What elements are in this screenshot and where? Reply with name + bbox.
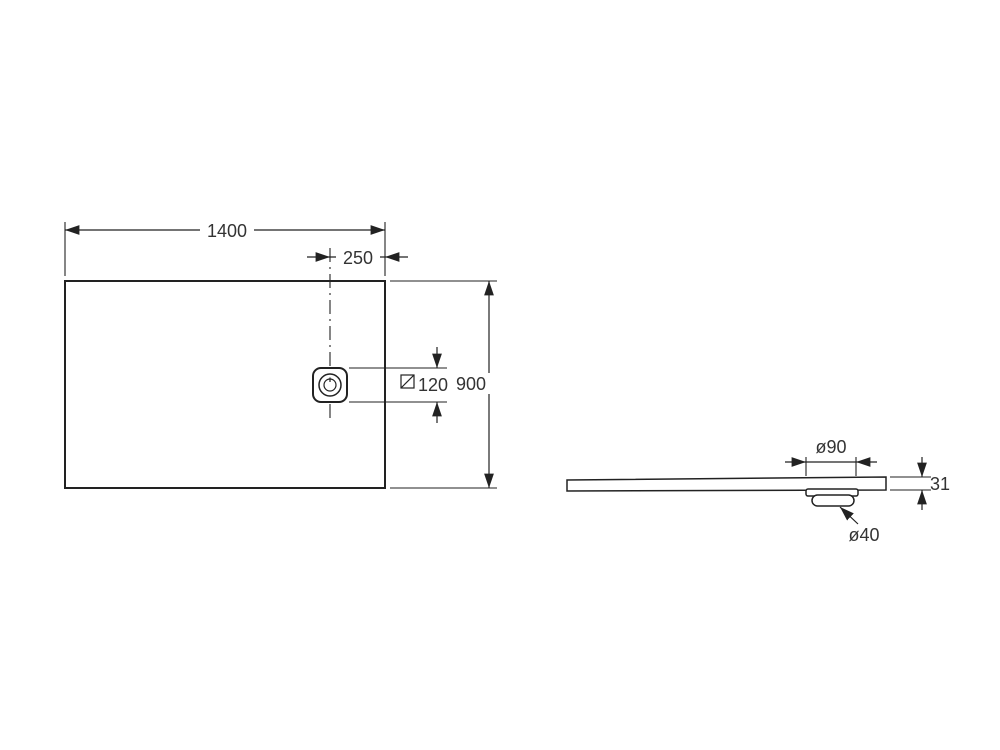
section-view: ø90 31 ø40 (566, 437, 950, 545)
plan-view: 1400 250 120 (64, 219, 497, 489)
drain-cover-square (312, 367, 348, 403)
dimension-label-width: 1400 (207, 221, 247, 241)
dimension-overall-depth: 900 (390, 280, 497, 489)
tray-profile-section (566, 476, 887, 492)
dimension-label-drain-square: 120 (418, 375, 448, 395)
label-outlet-diameter: ø40 (839, 506, 880, 545)
label-mask (336, 247, 380, 267)
dimension-label-depth: 900 (456, 374, 486, 394)
dimension-overall-width: 1400 (64, 219, 386, 276)
drain-body (811, 494, 855, 507)
leader-line (839, 506, 859, 525)
dimension-drain-square: 120 (349, 347, 448, 423)
dimension-tray-height: 31 (890, 457, 950, 510)
dimension-label-outlet-diameter: ø40 (848, 525, 879, 545)
dimension-drain-offset: 250 (307, 247, 408, 268)
dimension-label-drain-offset: 250 (343, 248, 373, 268)
drain-top-view (312, 367, 348, 403)
label-mask (200, 219, 254, 241)
dimension-label-tray-height: 31 (930, 474, 950, 494)
label-mask (450, 373, 496, 394)
drain-trap-section (805, 488, 859, 507)
drain-outer-circle (318, 373, 342, 397)
square-symbol-icon (400, 374, 415, 389)
dimension-waste-diameter: ø90 (785, 437, 877, 476)
dimension-label-waste-diameter: ø90 (815, 437, 846, 457)
